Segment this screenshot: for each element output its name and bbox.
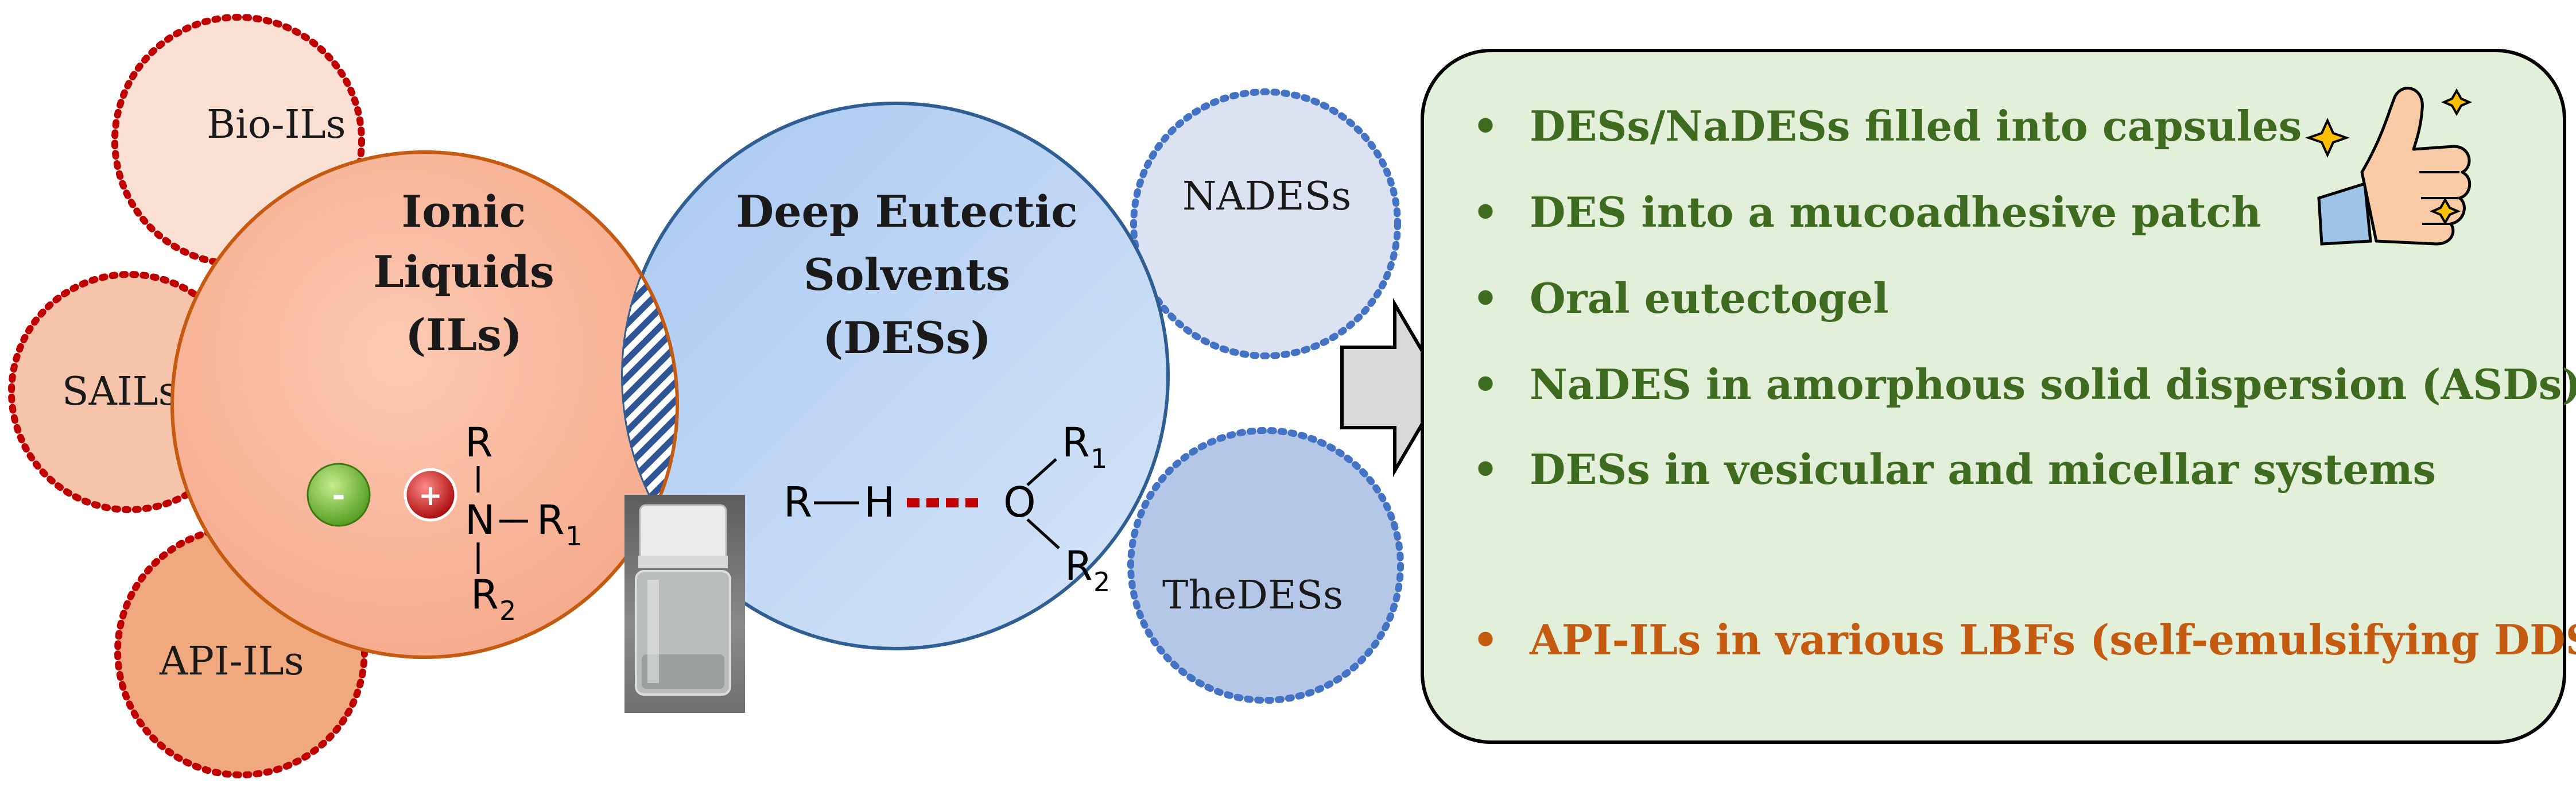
nadess-label: NADESs xyxy=(1182,174,1351,219)
vial-photo xyxy=(624,495,745,713)
r1-subscript: 1 xyxy=(565,521,582,552)
des-satellite-thedess: TheDESs xyxy=(1127,427,1404,704)
r1-group: R xyxy=(537,497,565,544)
applications-box xyxy=(1421,49,2566,744)
sails-label: SAILs xyxy=(62,369,179,414)
application-item-1: DESs/NaDESs filled into capsules xyxy=(1530,102,2302,150)
list-item: • Oral eutectogel xyxy=(1472,274,1889,323)
r-group: R xyxy=(783,478,812,526)
list-bullet: • xyxy=(1472,274,1499,323)
arrow-icon xyxy=(1340,297,1446,478)
nitrogen-atom: N xyxy=(465,497,495,544)
anion-ball: - xyxy=(307,463,371,527)
cation-symbol: + xyxy=(418,479,443,512)
list-bullet: • xyxy=(1472,188,1499,236)
thumbs-up-icon xyxy=(2305,87,2473,246)
des-title: Deep Eutectic Solvents (DESs) xyxy=(736,186,1077,363)
r2-group: R xyxy=(471,571,499,618)
list-item: • DES into a mucoadhesive patch xyxy=(1472,188,2261,236)
ils-title: Ionic Liquids (ILs) xyxy=(373,186,554,360)
des-satellite-nadess: NADESs xyxy=(1130,88,1401,359)
anion-symbol: - xyxy=(332,477,345,514)
list-item: • API-ILs in various LBFs (self-emulsify… xyxy=(1472,615,2576,664)
list-bullet: • xyxy=(1472,360,1499,409)
ammonium-structure: R N R 1 R 2 xyxy=(465,419,582,626)
application-item-2: DES into a mucoadhesive patch xyxy=(1530,188,2261,236)
api-ils-label: API-ILs xyxy=(159,639,304,684)
thedess-label: TheDESs xyxy=(1162,573,1343,618)
ils-title-line3: (ILs) xyxy=(405,309,522,360)
hydrogen-atom: H xyxy=(864,478,895,526)
des-r2-subscript: 2 xyxy=(1093,567,1110,598)
des-title-line1: Deep Eutectic xyxy=(736,186,1077,237)
list-bullet: • xyxy=(1472,615,1499,664)
list-bullet: • xyxy=(1472,445,1499,494)
hydrogen-bond-structure: R H O R 1 R 2 xyxy=(783,419,1110,598)
cation-ball: + xyxy=(404,468,457,522)
application-item-3: Oral eutectogel xyxy=(1530,274,1889,323)
application-item-5: DESs in vesicular and micellar systems xyxy=(1530,445,2436,494)
ils-title-line2: Liquids xyxy=(373,246,554,297)
oxygen-atom: O xyxy=(1003,478,1036,526)
des-title-line3: (DESs) xyxy=(823,312,991,363)
application-item-6: API-ILs in various LBFs (self-emulsifyin… xyxy=(1529,615,2576,664)
n-substituent-r: R xyxy=(465,419,493,466)
des-title-line2: Solvents xyxy=(804,249,1010,300)
bio-ils-label: Bio-ILs xyxy=(207,102,346,148)
list-item: • DESs in vesicular and micellar systems xyxy=(1472,445,2436,494)
list-item: • NaDES in amorphous solid dispersion (A… xyxy=(1472,360,2576,409)
list-bullet: • xyxy=(1472,102,1499,150)
des-r1-group: R xyxy=(1062,419,1090,466)
des-r1-subscript: 1 xyxy=(1091,443,1107,474)
list-item: • DESs/NaDESs filled into capsules xyxy=(1472,102,2302,150)
ils-title-line1: Ionic xyxy=(402,186,526,237)
applications-list: • DESs/NaDESs filled into capsules • DES… xyxy=(1472,102,2576,664)
r2-subscript: 2 xyxy=(499,595,516,626)
des-r2-group: R xyxy=(1065,542,1093,590)
application-item-4: NaDES in amorphous solid dispersion (ASD… xyxy=(1530,360,2576,409)
